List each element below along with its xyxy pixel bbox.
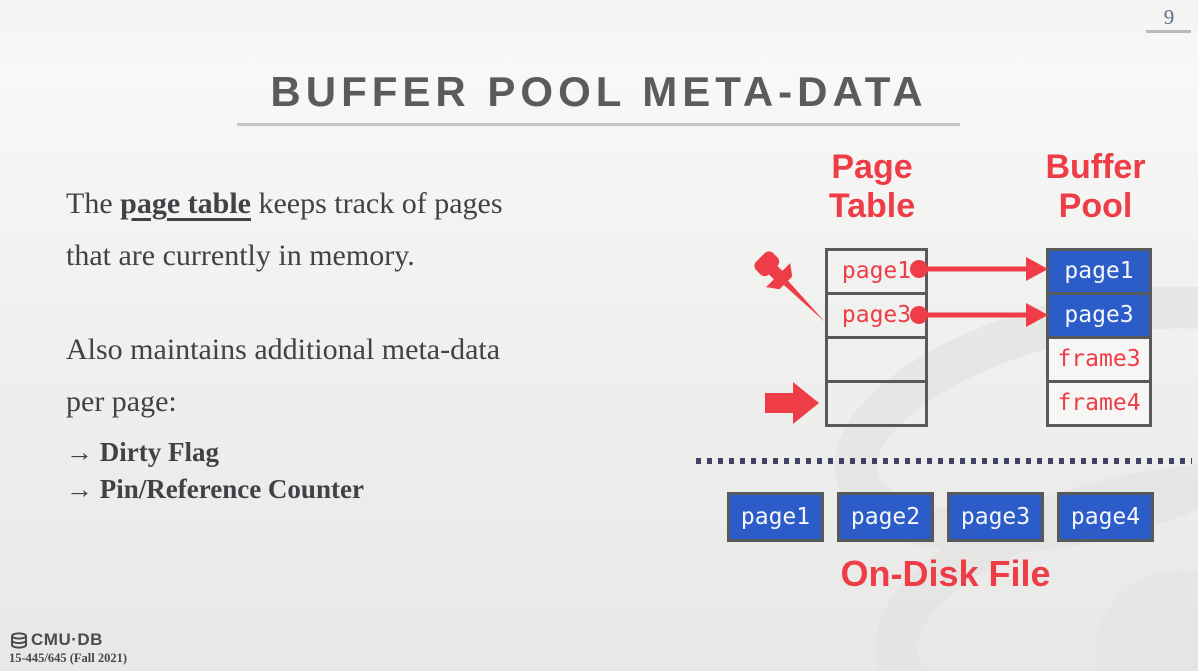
arrow-marker: → [66, 474, 93, 504]
page-table: page1 page3 [825, 248, 928, 427]
disk-page: page3 [947, 492, 1044, 542]
page-table-row: page3 [828, 295, 925, 339]
on-disk-file-label: On-Disk File [840, 553, 1051, 594]
buffer-pool-row: frame4 [1049, 383, 1149, 424]
course-label: 15-445/645 (Fall 2021) [9, 651, 128, 665]
database-cylinder-icon [11, 631, 27, 649]
para2-line2: per page: [66, 385, 177, 418]
para1-line2: that are currently in memory. [66, 239, 415, 272]
page-number-rule [1146, 30, 1191, 33]
disk-page: page1 [727, 492, 824, 542]
para1-keyword: page table [120, 187, 251, 220]
disk-page: page2 [837, 492, 934, 542]
arrow-marker: → [66, 437, 93, 467]
title-underline [237, 123, 960, 126]
bullet-list: → Dirty Flag → Pin/Reference Counter [66, 434, 686, 508]
slide-title: BUFFER POOL META-DATA [270, 68, 928, 115]
page-table-row [828, 383, 925, 424]
cmu-db-logo: CMU·DB [10, 630, 103, 650]
page-table-row: page1 [828, 251, 925, 295]
brand-text: CMU·DB [31, 630, 103, 649]
memory-disk-divider [696, 458, 1192, 464]
buffer-pool-row: frame3 [1049, 339, 1149, 383]
disk-page: page4 [1057, 492, 1154, 542]
paragraph-1: The page table keeps track of pages that… [66, 178, 686, 282]
page-number: 9 [1163, 5, 1175, 29]
para1-post: keeps track of pages [250, 187, 503, 220]
bullet-dirty-flag: → Dirty Flag [66, 437, 219, 467]
watermark-blob [1095, 570, 1198, 671]
page-table-row [828, 339, 925, 383]
buffer-pool: page1 page3 frame3 frame4 [1046, 248, 1152, 427]
page-table-label: Page Table [828, 148, 916, 225]
buffer-pool-row: page3 [1049, 295, 1149, 339]
paragraph-2: Also maintains additional meta-data per … [66, 324, 686, 428]
body-text: The page table keeps track of pages that… [66, 178, 686, 508]
buffer-pool-row: page1 [1049, 251, 1149, 295]
bullet-pin-counter: → Pin/Reference Counter [66, 474, 364, 504]
para2-line1: Also maintains additional meta-data [66, 333, 501, 366]
para1-pre: The [66, 187, 121, 220]
buffer-pool-label: Buffer Pool [1045, 148, 1146, 225]
